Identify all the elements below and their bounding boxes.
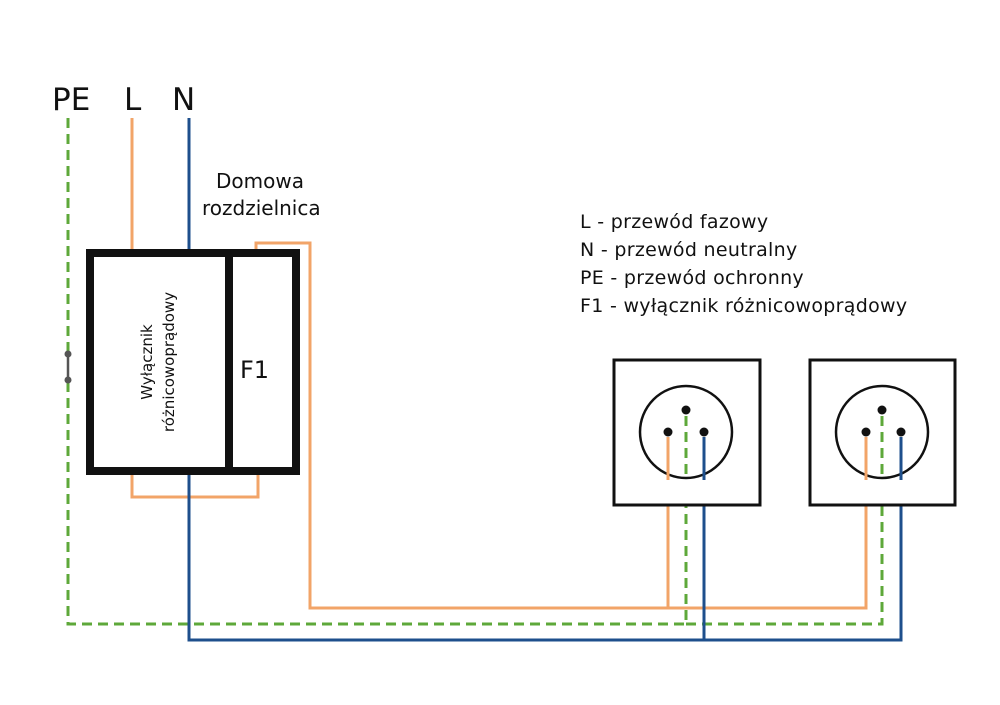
socket-1-pe-pin (681, 405, 691, 415)
legend: L - przewód fazowy N - przewód neutralny… (580, 211, 907, 317)
legend-item-l: L - przewód fazowy (580, 211, 768, 233)
terminal-label-n: N (172, 82, 195, 118)
legend-item-n: N - przewód neutralny (580, 239, 798, 261)
pe-wire (66, 118, 884, 626)
terminal-label-l: L (124, 82, 142, 118)
socket-2-n-contact (896, 427, 906, 437)
socket-wire-stubs (666, 416, 903, 480)
socket-1-l-contact (663, 427, 673, 437)
pe-terminal-joint (64, 350, 72, 384)
rcd-label-line2: różnicowoprądowy (160, 292, 178, 432)
distribution-board-label-line2: rozdzielnica (202, 196, 321, 220)
rcd-label: Wyłącznik różnicowoprądowy (138, 292, 178, 432)
legend-item-f1: F1 - wyłącznik różnicowoprądowy (580, 295, 907, 317)
socket-1-n-contact (699, 427, 709, 437)
rcd-block (86, 249, 300, 475)
terminal-label-pe: PE (52, 82, 90, 118)
rcd-label-line1: Wyłącznik (138, 324, 156, 400)
socket-2-l-contact (861, 427, 871, 437)
rcd-designation: F1 (240, 356, 269, 384)
socket-2-pe-pin (877, 405, 887, 415)
legend-item-pe: PE - przewód ochronny (580, 267, 804, 289)
distribution-board-label-line1: Domowa (216, 169, 304, 193)
phase-wire (130, 118, 868, 610)
